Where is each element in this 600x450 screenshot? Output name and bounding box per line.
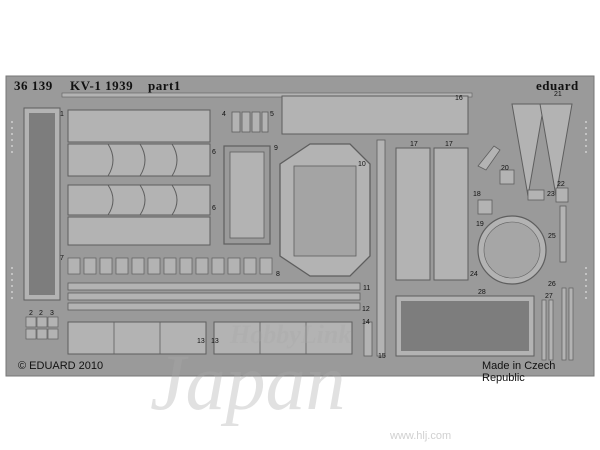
part-15-strip (376, 139, 386, 357)
label-part-9: 9 (274, 145, 278, 152)
label-part-2: 2 (29, 310, 33, 317)
part-23-tab (527, 189, 545, 201)
label-part-3: 3 (50, 310, 54, 317)
part-17-plate-left (395, 147, 431, 281)
label-part-10: 10 (358, 161, 366, 168)
part-10-hatch-center (293, 165, 357, 257)
label-part-12: 12 (362, 306, 370, 313)
label-part-16: 16 (455, 95, 463, 102)
label-part-6a: 6 (212, 149, 216, 156)
part-13-boxes (67, 321, 353, 355)
label-part-22: 22 (557, 181, 565, 188)
brand-logo: eduard (536, 78, 579, 93)
label-part-28: 28 (478, 289, 486, 296)
label-part-27: 27 (545, 293, 553, 300)
part-21-frame-right (539, 103, 573, 197)
label-part-13a: 13 (197, 338, 205, 345)
label-part-25: 25 (548, 233, 556, 240)
left-edge-dots (11, 121, 13, 299)
label-part-11: 11 (363, 285, 370, 292)
part-25-rail (559, 205, 567, 263)
part-26-27-rods (541, 287, 574, 361)
part-21-frame-left (511, 103, 545, 197)
part-22-tab (555, 187, 569, 203)
label-part-7: 7 (60, 255, 64, 262)
copyright: © EDUARD 2010 (18, 360, 104, 372)
part-11-12-strips (67, 282, 361, 311)
label-part-17a: 17 (410, 141, 418, 148)
label-part-26: 26 (548, 281, 556, 288)
label-part-5: 5 (270, 111, 274, 118)
part-28-mesh (401, 301, 529, 351)
right-edge-dots (585, 121, 587, 299)
part-2-3-tabs (25, 316, 59, 340)
set-number: 36 139 (14, 78, 53, 93)
watermark-url: www.hlj.com (390, 430, 452, 442)
label-part-24: 24 (470, 271, 478, 278)
top-rail (61, 92, 473, 98)
part-18-bracket (477, 145, 501, 171)
label-part-8: 8 (276, 271, 280, 278)
part-7-8-links (67, 257, 273, 275)
label-part-13b: 13 (211, 338, 219, 345)
part-13-dividers (113, 322, 307, 354)
part-16-plate (281, 95, 469, 135)
label-part-2b: 2 (39, 310, 43, 317)
part-14-post (363, 321, 373, 357)
part-6-fender-row-1 (67, 143, 211, 177)
label-part-1: 1 (60, 111, 64, 118)
part-17-plate-right (433, 147, 469, 281)
label-part-4: 4 (222, 111, 226, 118)
part-9-inner (229, 151, 265, 239)
part-20-block (499, 169, 515, 185)
label-part-19: 19 (476, 221, 484, 228)
part-6-lower-plate (67, 216, 211, 246)
part-1-mesh (29, 113, 55, 295)
part-6-upper-plate (67, 109, 211, 143)
label-part-20: 20 (501, 165, 509, 172)
country-of-origin: Made in Czech Republic (482, 360, 556, 384)
part-9-frame (223, 145, 271, 245)
label-part-14: 14 (362, 319, 370, 326)
label-part-17b: 17 (445, 141, 453, 148)
part-label: part1 (148, 78, 181, 93)
model-name: KV-1 1939 (70, 78, 134, 93)
part-6-fender-row-2 (67, 184, 211, 216)
label-part-21: 21 (554, 91, 562, 98)
label-part-18: 18 (473, 191, 481, 198)
part-4-5-brackets (231, 111, 269, 133)
part-24-inner (483, 221, 541, 279)
label-part-6b: 6 (212, 205, 216, 212)
label-part-15: 15 (378, 353, 386, 360)
part-19-block (477, 199, 493, 215)
label-part-23: 23 (547, 191, 555, 198)
